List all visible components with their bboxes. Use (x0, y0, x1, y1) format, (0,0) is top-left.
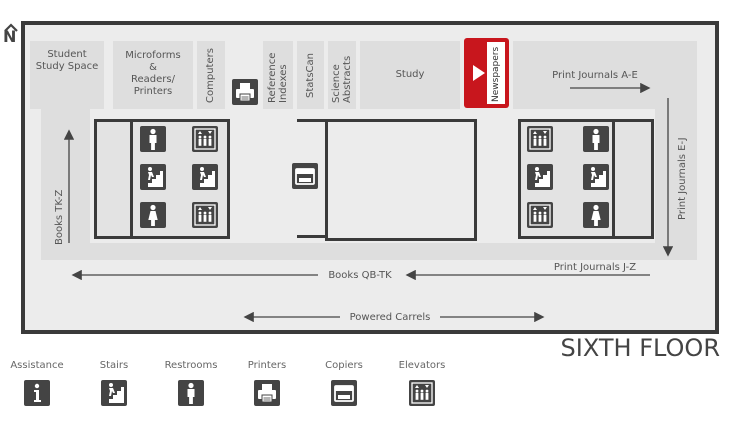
journals-jz-label: Print Journals J-Z (553, 262, 637, 273)
legend-label-assistance: Assistance (10, 360, 64, 371)
legend-label-printers: Printers (247, 360, 287, 371)
microforms-room (113, 41, 193, 109)
legend-label-stairs: Stairs (99, 360, 129, 371)
books-tk-label: Books TK-Z (54, 189, 65, 245)
restroom-icon (178, 380, 204, 406)
legend-label-copiers: Copiers (325, 360, 363, 371)
restroom-men-icon (583, 126, 609, 152)
printer-icon (232, 79, 258, 105)
restroom-men-icon (140, 126, 166, 152)
elevator-icon (192, 126, 218, 152)
restroom-women-icon (583, 202, 609, 228)
books-qb-area (41, 243, 697, 260)
middle-room (325, 119, 477, 241)
stairs-icon (527, 164, 553, 190)
you-are-here-icon (472, 64, 486, 86)
newspapers-label-box (487, 42, 505, 104)
copier-icon (292, 163, 318, 189)
books-qb-label: Books QB-TK (328, 270, 392, 281)
right-core-divider (612, 119, 615, 239)
elevator-icon (409, 380, 435, 406)
journals-ae-label: Print Journals A-E (552, 70, 638, 81)
info-icon (24, 380, 50, 406)
left-core-divider (130, 119, 133, 239)
legend-label-elevators: Elevators (398, 360, 446, 371)
student-study-label: Student Study Space (35, 49, 99, 72)
microforms-label: Microforms& Readers/Printers (125, 50, 181, 97)
stairs-icon (192, 164, 218, 190)
journals-ej-area (655, 95, 697, 260)
stairs-icon (583, 164, 609, 190)
stairs-icon (101, 380, 127, 406)
elevator-icon (527, 202, 553, 228)
study-label: Study (395, 69, 425, 80)
north-arrow-icon (3, 18, 19, 32)
middle-room-wall-left2 (297, 235, 328, 238)
north-label: N (3, 27, 17, 46)
student-study-space (30, 41, 104, 109)
journals-ej-label: Print Journals E-J (677, 137, 688, 220)
elevator-icon (192, 202, 218, 228)
reference-room (263, 41, 293, 109)
science-room (328, 41, 356, 109)
study-room (360, 41, 460, 109)
printer-icon (254, 380, 280, 406)
elevator-icon (527, 126, 553, 152)
legend-label-restrooms: Restrooms (164, 360, 218, 371)
carrels-label: Powered Carrels (349, 312, 431, 323)
computers-room (197, 41, 225, 109)
copier-icon (331, 380, 357, 406)
floor-title: SIXTH FLOOR (560, 334, 720, 362)
stairs-icon (140, 164, 166, 190)
middle-room-wall-left (297, 119, 328, 122)
restroom-women-icon (140, 202, 166, 228)
statscan-room (297, 41, 324, 109)
